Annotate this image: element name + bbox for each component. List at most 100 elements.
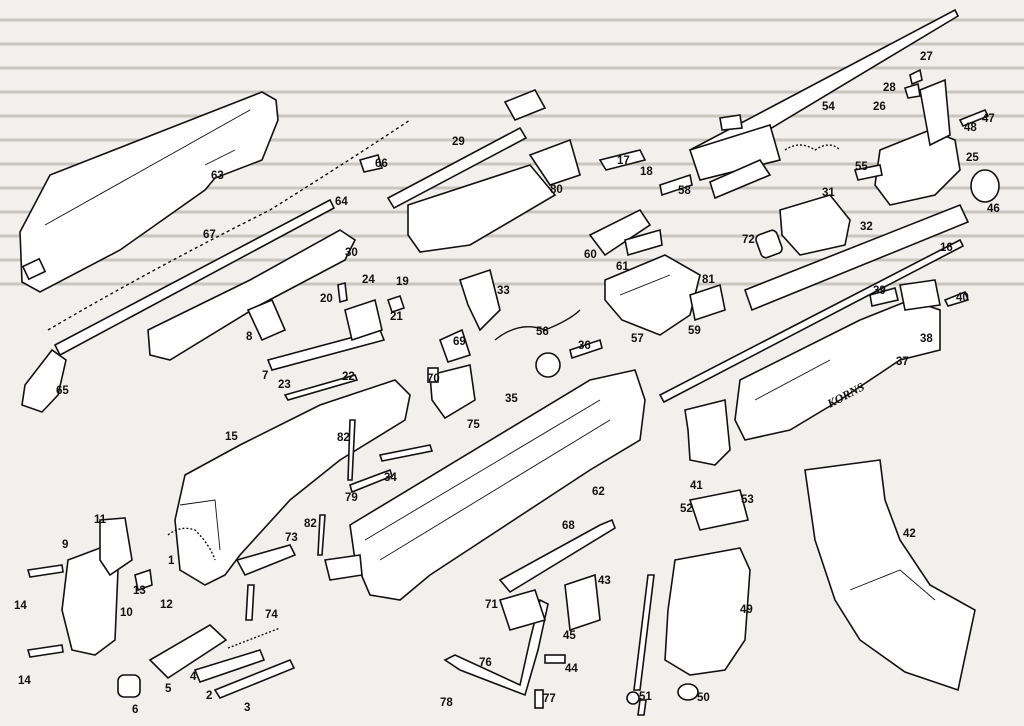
- label-80: 80: [550, 184, 563, 196]
- label-30: 30: [345, 247, 358, 259]
- label-65: 65: [56, 385, 69, 397]
- label-12: 12: [160, 599, 173, 611]
- label-32: 32: [860, 221, 873, 233]
- label-16: 16: [940, 242, 953, 254]
- callout-labels: 1 2 3 4 5 6 7 8 9 10 11 12 13 14 14 15 1…: [14, 51, 1000, 716]
- label-34: 34: [384, 472, 397, 484]
- trigger-group: [604, 254, 701, 336]
- recoil-spring-guide: [21, 198, 336, 413]
- label-56: 56: [536, 326, 549, 338]
- label-27: 27: [920, 51, 933, 63]
- label-1: 1: [168, 555, 175, 567]
- bayonet: [688, 8, 960, 200]
- label-66: 66: [375, 158, 388, 170]
- label-22: 22: [342, 371, 355, 383]
- label-8: 8: [246, 331, 253, 343]
- label-53: 53: [741, 494, 754, 506]
- pistol-grip: [664, 489, 751, 676]
- receiver: [324, 369, 646, 601]
- label-10: 10: [120, 607, 133, 619]
- label-11: 11: [94, 514, 107, 526]
- label-70: 70: [427, 373, 440, 385]
- barrel: [658, 203, 970, 404]
- lower-handguard: KORNS: [734, 299, 941, 441]
- label-55: 55: [855, 161, 868, 173]
- label-67: 67: [203, 229, 216, 241]
- label-64: 64: [335, 196, 348, 208]
- label-33: 33: [497, 285, 510, 297]
- label-18: 18: [640, 166, 653, 178]
- bolt-carrier: [147, 229, 357, 361]
- recoil-spring: [47, 119, 411, 331]
- label-82a: 82: [337, 432, 350, 444]
- label-4: 4: [190, 671, 197, 683]
- magazine: [804, 459, 976, 692]
- label-71: 71: [485, 599, 498, 611]
- label-78: 78: [440, 697, 453, 709]
- cleaning-kit: [117, 624, 296, 699]
- label-69: 69: [453, 336, 466, 348]
- label-19: 19: [396, 276, 409, 288]
- label-9: 9: [62, 539, 68, 551]
- label-29: 29: [452, 136, 465, 148]
- label-62: 62: [592, 486, 605, 498]
- label-76: 76: [479, 657, 492, 669]
- label-51: 51: [639, 691, 652, 703]
- oiler-cap: [677, 683, 699, 701]
- cleaning-rod: [626, 574, 655, 705]
- label-41: 41: [690, 480, 703, 492]
- label-7: 7: [262, 370, 268, 382]
- label-75: 75: [467, 419, 480, 431]
- label-26: 26: [873, 101, 886, 113]
- label-20: 20: [320, 293, 333, 305]
- label-14a: 14: [14, 600, 27, 612]
- label-73: 73: [285, 532, 298, 544]
- label-72: 72: [742, 234, 755, 246]
- label-14b: 14: [18, 675, 31, 687]
- selector-lever: [498, 518, 616, 594]
- label-63: 63: [211, 170, 224, 182]
- magazine-catch: [684, 398, 731, 466]
- label-59: 59: [688, 325, 701, 337]
- gas-tube-handguard: [407, 138, 581, 253]
- label-42: 42: [903, 528, 916, 540]
- label-36: 36: [578, 340, 591, 352]
- label-50: 50: [697, 692, 710, 704]
- label-6: 6: [132, 704, 138, 716]
- label-17: 17: [617, 155, 630, 167]
- label-35: 35: [505, 393, 518, 405]
- label-49: 49: [740, 604, 753, 616]
- label-25: 25: [966, 152, 979, 164]
- label-81: 81: [702, 274, 715, 286]
- label-48: 48: [964, 122, 977, 134]
- label-38: 38: [920, 333, 933, 345]
- label-57: 57: [631, 333, 644, 345]
- label-44: 44: [565, 663, 578, 675]
- label-79: 79: [345, 492, 358, 504]
- label-3: 3: [244, 702, 250, 714]
- label-21: 21: [390, 311, 403, 323]
- label-2: 2: [206, 690, 212, 702]
- label-23: 23: [278, 379, 291, 391]
- label-15: 15: [225, 431, 238, 443]
- gas-piston: [386, 88, 547, 210]
- label-13: 13: [133, 585, 146, 597]
- label-60: 60: [584, 249, 597, 261]
- label-43: 43: [598, 575, 611, 587]
- label-74: 74: [265, 609, 278, 621]
- buttplate: [61, 517, 133, 656]
- label-58: 58: [678, 185, 691, 197]
- label-37: 37: [896, 356, 909, 368]
- label-47: 47: [982, 113, 995, 125]
- label-31: 31: [822, 187, 835, 199]
- front-sight-block: [874, 78, 1000, 206]
- label-77: 77: [543, 693, 556, 705]
- dust-cover: [19, 91, 279, 293]
- small-parts: [26, 68, 990, 716]
- label-45: 45: [563, 630, 576, 642]
- label-39: 39: [873, 285, 886, 297]
- label-24: 24: [362, 274, 375, 286]
- label-40: 40: [956, 292, 969, 304]
- label-52: 52: [680, 503, 693, 515]
